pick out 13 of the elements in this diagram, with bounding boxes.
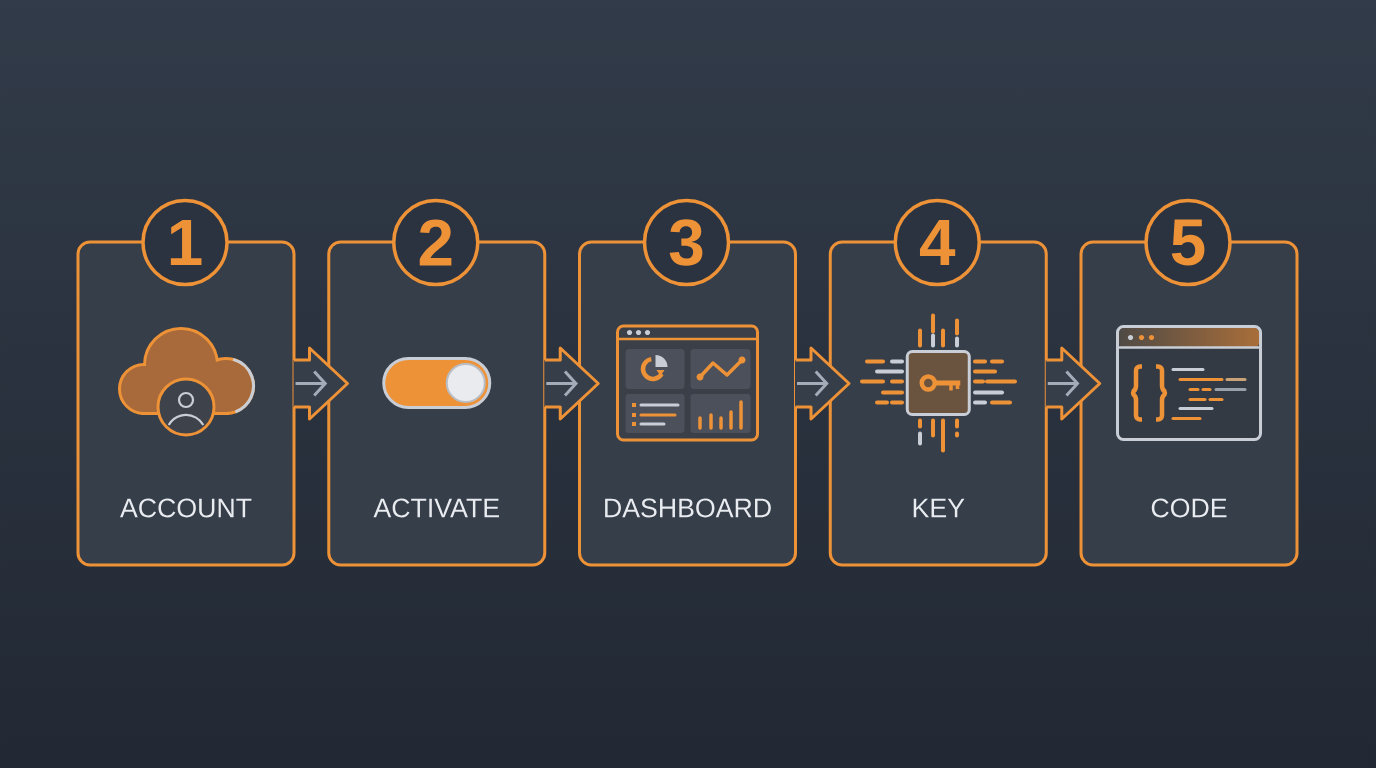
arrow [546, 370, 578, 397]
arrow-tab [293, 346, 349, 421]
step-label: CODE [1151, 498, 1227, 518]
arrow-tab [1045, 346, 1102, 421]
step-label: KEY [913, 498, 965, 518]
arrow [1047, 370, 1080, 397]
step-label: DASHBOARD [605, 498, 771, 518]
arrow [797, 370, 829, 397]
step-label: ACCOUNT [120, 498, 252, 518]
step-label: ACTIVATE [373, 498, 499, 518]
arrow [295, 370, 328, 397]
arrow-tab [795, 346, 851, 421]
arrow-tab [544, 346, 600, 421]
